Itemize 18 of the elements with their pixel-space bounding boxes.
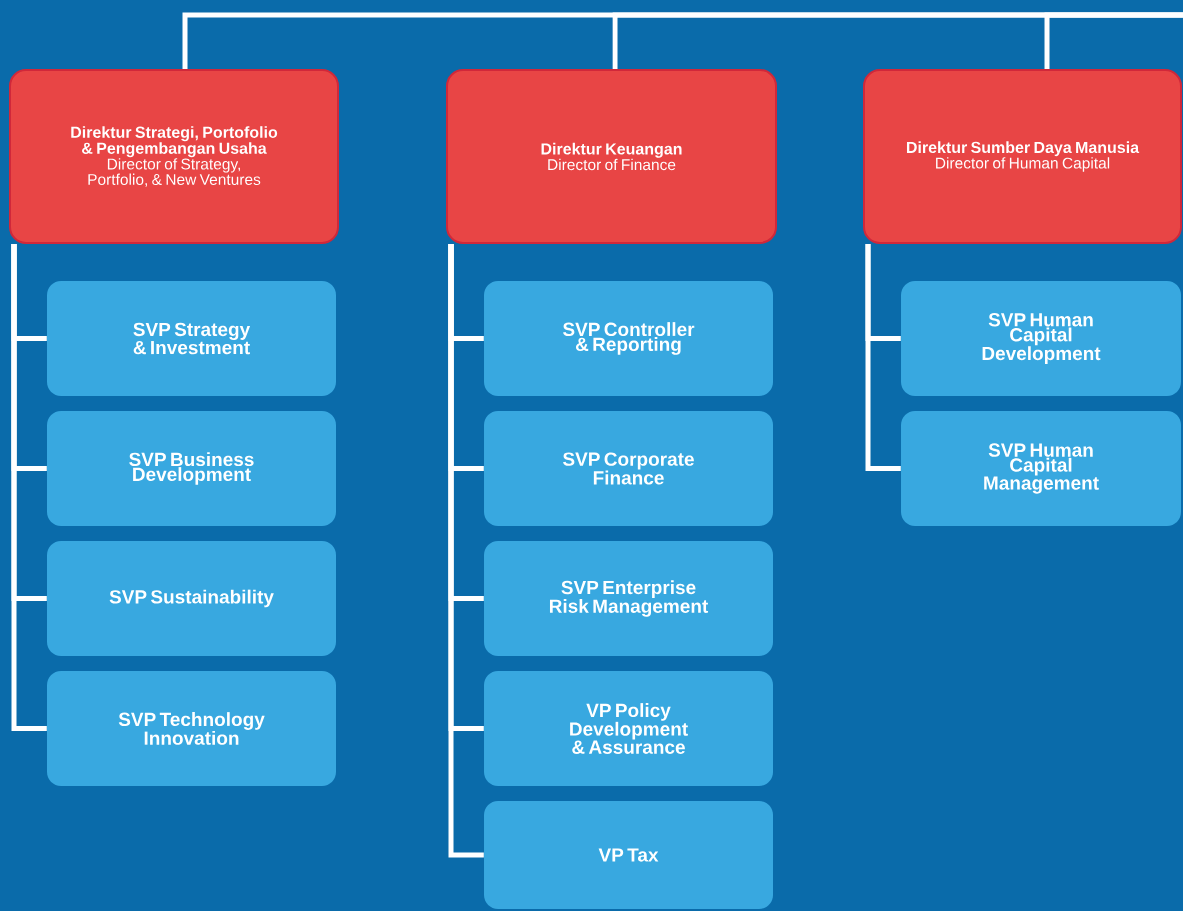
connector-line [865,244,901,471]
position-box: SVP Enterprise Risk Management [484,541,773,656]
connector-line [1044,12,1183,69]
position-box: VP Policy Development & Assurance [484,671,773,786]
director-box: Direktur Sumber Daya Manusia Director of Human Capital [863,69,1182,244]
position-box: SVP Business Development [47,411,336,526]
director-box: Direktur Keuangan Director of Finance [446,69,777,244]
position-box: SVP Controller & Reporting [484,281,773,396]
connector-line [448,244,484,858]
position-box: SVP Human Capital Management [901,411,1181,526]
connector-line [11,244,47,731]
position-box: SVP Strategy & Investment [47,281,336,396]
director-box: Direktur Strategi, Portofolio & Pengembangan Usaha Director of Strategy, Portfolio, & New Ventures [9,69,339,244]
position-box: SVP Sustainability [47,541,336,656]
position-box: SVP Corporate Finance [484,411,773,526]
position-box: SVP Technology Innovation [47,671,336,786]
position-box: SVP Human Capital Development [901,281,1181,396]
position-box: VP Tax [484,801,773,909]
